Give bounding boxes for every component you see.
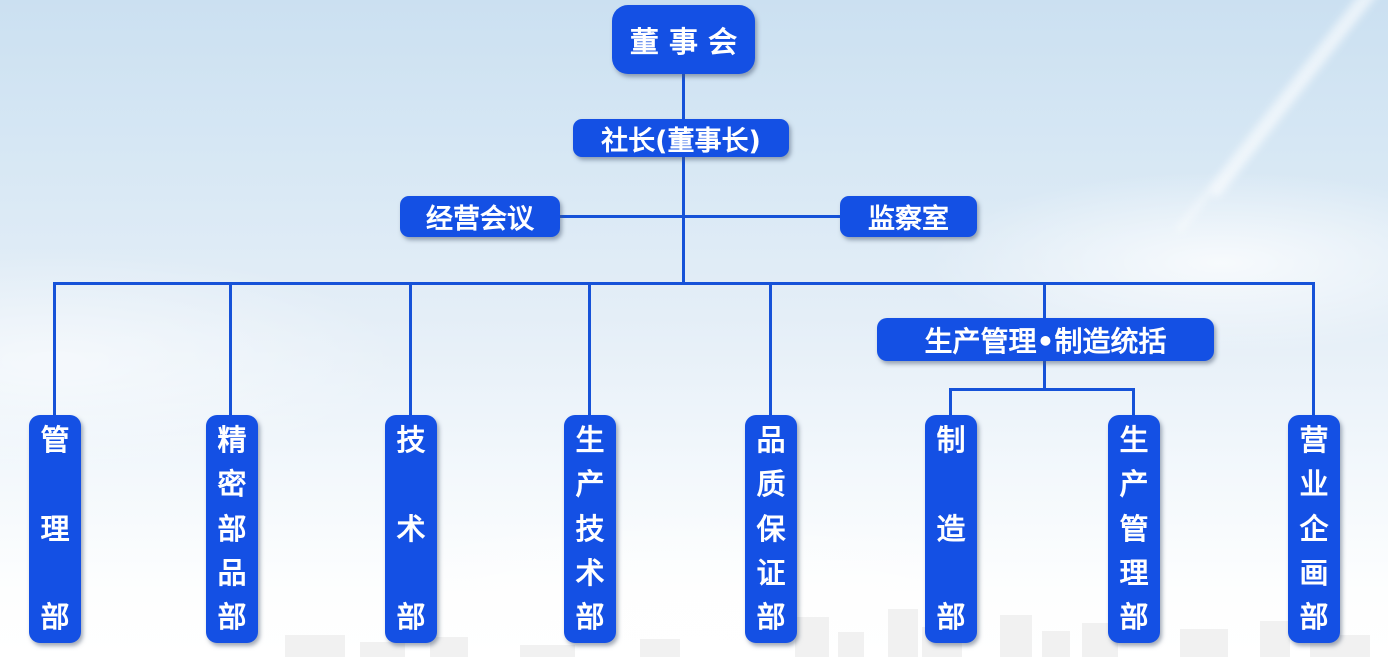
node-dept-sales-planning: 营 业 企 画 部 bbox=[1288, 415, 1340, 643]
node-president-chairman: 社长(董事长) bbox=[573, 119, 789, 157]
node-board-of-directors: 董 事 会 bbox=[612, 5, 755, 74]
dept-char: 部 bbox=[575, 600, 605, 634]
dept-char: 部 bbox=[1299, 600, 1329, 634]
dept-char: 理 bbox=[40, 511, 70, 546]
dept-char: 产 bbox=[1119, 467, 1149, 502]
dept-char: 理 bbox=[1119, 555, 1149, 590]
node-dept-quality-assurance: 品 质 保 证 部 bbox=[745, 415, 797, 643]
dept-char: 部 bbox=[756, 600, 786, 634]
node-dept-production-tech: 生 产 技 术 部 bbox=[564, 415, 616, 643]
connector-board-president bbox=[682, 74, 685, 120]
dept-char: 管 bbox=[40, 423, 70, 457]
dept-char: 企 bbox=[1299, 511, 1329, 546]
dept-char: 部 bbox=[396, 600, 426, 634]
dept-char: 术 bbox=[396, 511, 426, 546]
dept-char: 生 bbox=[575, 423, 605, 457]
dept-char: 部 bbox=[40, 600, 70, 634]
node-production-mfg-group: 生产管理•制造统括 bbox=[877, 318, 1214, 361]
connector-drop-sales-planning bbox=[1312, 284, 1315, 416]
dept-char: 生 bbox=[1119, 423, 1149, 457]
connector-main-horizontal bbox=[53, 282, 1315, 285]
connector-drop-precision-parts bbox=[229, 284, 232, 416]
dept-char: 部 bbox=[217, 511, 247, 546]
dept-char: 质 bbox=[756, 467, 786, 502]
connector-drop-production-tech bbox=[588, 284, 591, 416]
connector-production-mfg-group-stem bbox=[1043, 360, 1046, 391]
connector-drop-admin bbox=[53, 284, 56, 416]
node-management-meeting: 经营会议 bbox=[400, 196, 560, 237]
dept-char: 部 bbox=[1119, 600, 1149, 634]
dept-char: 制 bbox=[936, 423, 966, 457]
dept-char: 画 bbox=[1299, 555, 1329, 590]
dept-char: 部 bbox=[936, 600, 966, 634]
dept-char: 技 bbox=[396, 423, 426, 457]
dept-char: 产 bbox=[575, 467, 605, 502]
connector-president-trunk bbox=[682, 156, 685, 284]
dept-char: 品 bbox=[217, 555, 247, 590]
node-dept-production-mgmt: 生 产 管 理 部 bbox=[1108, 415, 1160, 643]
dept-char: 精 bbox=[217, 423, 247, 457]
connector-meeting-audit bbox=[558, 215, 842, 218]
node-dept-admin: 管 理 部 bbox=[29, 415, 81, 643]
node-dept-technology: 技 术 部 bbox=[385, 415, 437, 643]
connector-drop-production-mgmt bbox=[1132, 390, 1135, 416]
dept-char: 部 bbox=[217, 600, 247, 634]
dept-char: 密 bbox=[217, 467, 247, 502]
dept-char: 管 bbox=[1119, 511, 1149, 546]
connector-drop-manufacturing bbox=[949, 390, 952, 416]
dept-char: 营 bbox=[1299, 423, 1329, 457]
connector-sub-horizontal bbox=[949, 388, 1135, 391]
node-dept-manufacturing: 制 造 部 bbox=[925, 415, 977, 643]
dept-char: 技 bbox=[575, 511, 605, 546]
connector-drop-production-mfg-group bbox=[1043, 284, 1046, 319]
dept-char: 术 bbox=[575, 555, 605, 590]
dept-char: 保 bbox=[756, 511, 786, 546]
node-label: 社长(董事长) bbox=[601, 125, 761, 157]
node-label: 监察室 bbox=[868, 204, 949, 235]
dept-char: 业 bbox=[1299, 467, 1329, 502]
node-label: 经营会议 bbox=[426, 204, 534, 235]
contrail-streak bbox=[1209, 0, 1388, 199]
node-audit-office: 监察室 bbox=[840, 196, 977, 237]
connector-drop-quality-assurance bbox=[769, 284, 772, 416]
dept-char: 造 bbox=[936, 511, 966, 546]
connector-drop-technology bbox=[409, 284, 412, 416]
node-label: 生产管理•制造统括 bbox=[924, 324, 1167, 358]
node-dept-precision-parts: 精 密 部 品 部 bbox=[206, 415, 258, 643]
dept-char: 品 bbox=[756, 423, 786, 457]
node-label: 董 事 会 bbox=[629, 24, 738, 59]
dept-char: 证 bbox=[756, 555, 786, 590]
